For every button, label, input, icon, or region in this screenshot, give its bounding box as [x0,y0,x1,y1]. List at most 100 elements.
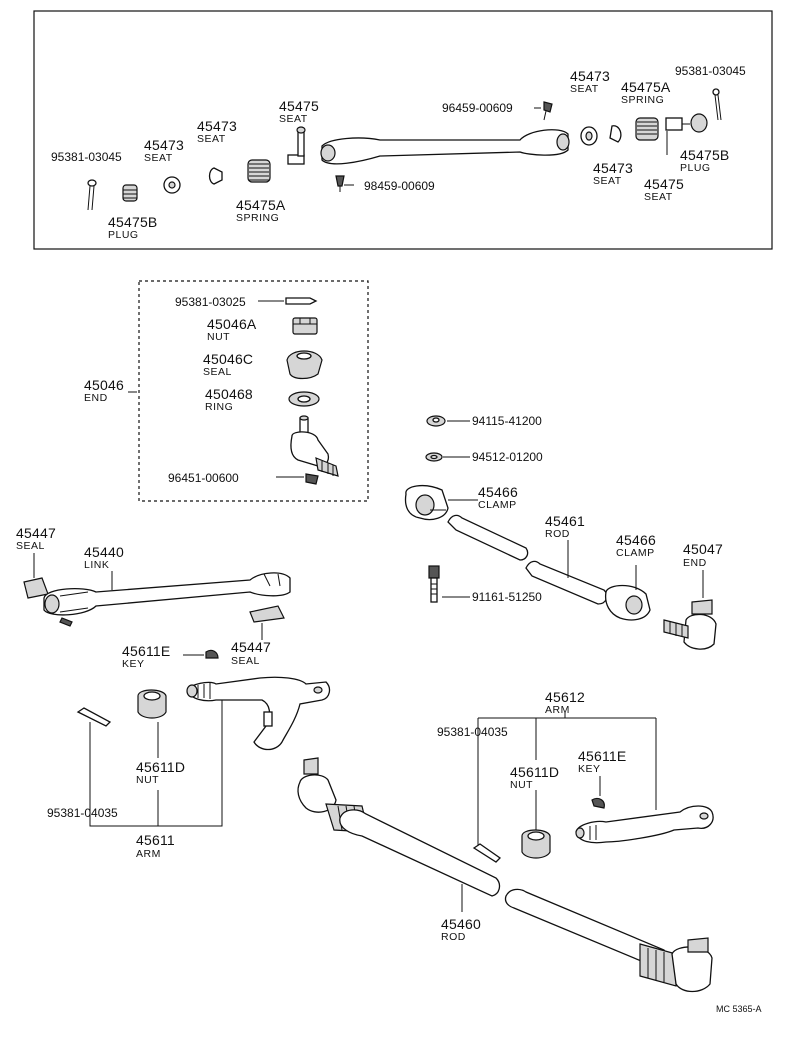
leader-arm-left-bracket [89,700,223,827]
label-arm-right: 45612 [545,689,585,705]
seal-45447-top-left [23,577,49,599]
seat-top-second [208,167,223,185]
key-45611e-right [591,797,605,809]
label-clamp-right-sub: CLAMP [616,547,655,559]
castle-nut-45611d-right [521,829,551,859]
label-arm-left: 45611 [136,832,175,848]
label-spring-top-right-sub: SPRING [621,94,664,106]
grease-fitting-bottom [335,175,345,192]
label-key-left: 45611E [122,643,170,659]
nut-94115 [426,415,446,427]
seat-top-right-1 [580,126,598,146]
label-cotter-right: 95381-04035 [437,725,508,739]
tie-rod-end-lower-right [639,937,713,993]
label-plug-top-right: 45475B [680,147,729,163]
label-end-seal-sub: SEAL [203,366,232,378]
drag-link-tube-top [320,129,570,165]
label-seal-lower-sub: SEAL [231,655,260,667]
label-link: 45440 [84,544,124,560]
label-rod-45461-sub: ROD [545,528,570,540]
label-nut-94115: 94115-41200 [472,414,542,428]
label-seat-top-second-sub: SEAT [197,133,226,145]
label-seat-top-right-3-sub: SEAT [644,191,673,203]
label-seat-top-second: 45473 [197,118,237,134]
label-end-assy-sub: END [84,392,108,404]
label-seat-top-right-1: 45473 [570,68,610,84]
label-end-ring-sub: RING [205,401,233,413]
label-cotter-top-right: 95381-03045 [675,64,746,78]
label-fitting-top: 96459-00609 [442,101,513,115]
seat-top-left [163,176,181,194]
label-end-nut: 45046A [207,316,257,332]
label-rod-45460: 45460 [441,916,481,932]
label-end-cotter: 95381-03025 [175,295,246,309]
label-key-right: 45611E [578,748,626,764]
tie-rod-end-assy [290,415,339,477]
label-seat-top-left: 45473 [144,137,184,153]
label-seal-top-left: 45447 [16,525,56,541]
label-fitting-bottom: 98459-00609 [364,179,435,193]
label-seat-top-right-1-sub: SEAT [570,83,599,95]
label-clamp-right: 45466 [616,532,656,548]
label-plug-top-left-sub: PLUG [108,229,139,241]
grease-fitting-end-assy [305,473,319,485]
label-seat-top-left-sub: SEAT [144,152,173,164]
cotter-pin-end-assy [285,297,318,305]
label-spring-top-left-sub: SPRING [236,212,279,224]
plug-top-right [690,113,708,133]
label-plug-top-right-sub: PLUG [680,162,711,174]
label-spring-top-left: 45475A [236,197,286,213]
cotter-pin-left [76,707,112,727]
label-washer-94512: 94512-01200 [472,450,543,464]
label-nut-right: 45611D [510,764,559,780]
figure-code: MC 5365-A [716,1004,762,1014]
spring-top-left [247,159,271,183]
seat-top-right-2 [609,125,622,143]
arm-45612 [575,805,714,844]
cotter-pin-top-right [712,88,722,121]
label-rod-45461: 45461 [545,513,585,529]
castle-nut-end-assy [292,317,318,335]
label-end-45047-sub: END [683,557,707,569]
top-panel-frame [33,10,773,250]
label-rod-45460-sub: ROD [441,931,466,943]
label-seat-top-third-sub: SEAT [279,113,308,125]
seal-45447-lower [249,605,285,623]
label-end-ring: 450468 [205,386,253,402]
ring-end-assy [288,391,320,407]
label-arm-right-sub: ARM [545,704,570,716]
label-seal-lower: 45447 [231,639,271,655]
key-45611e-left [205,649,219,659]
label-seat-top-third: 45475 [279,98,319,114]
bolt-91161 [428,565,440,603]
label-seat-top-right-3: 45475 [644,176,684,192]
rod-45461-piece-b [525,560,608,605]
label-end-assy: 45046 [84,377,124,393]
label-bolt-91161: 91161-51250 [472,590,542,604]
seat-top-right-3 [665,117,690,131]
washer-94512 [425,452,443,462]
label-nut-left: 45611D [136,759,185,775]
cotter-pin-top-left [87,179,97,211]
label-seat-top-right-2: 45473 [593,160,633,176]
label-cotter-left: 95381-04035 [47,806,118,820]
label-nut-right-sub: NUT [510,779,533,791]
rod-45460-left [339,809,501,897]
label-end-seal: 45046C [203,351,253,367]
label-end-fitting: 96451-00600 [168,471,239,485]
label-key-left-sub: KEY [122,658,145,670]
label-clamp-left-sub: CLAMP [478,499,517,511]
label-seat-top-right-2-sub: SEAT [593,175,622,187]
label-end-nut-sub: NUT [207,331,230,343]
link-45440 [43,572,291,627]
seat-ballstud-top [287,126,306,165]
seal-end-assy [286,350,323,380]
grease-fitting-top [543,101,553,121]
label-seal-top-left-sub: SEAL [16,540,45,552]
label-end-45047: 45047 [683,541,723,557]
rod-45461-piece-a [447,514,529,561]
label-nut-left-sub: NUT [136,774,159,786]
label-cotter-top-left: 95381-03045 [51,150,122,164]
